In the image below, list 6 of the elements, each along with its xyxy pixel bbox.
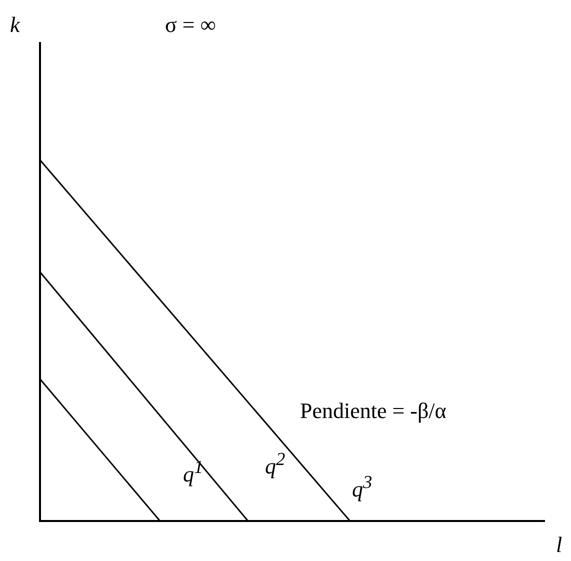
axis-label: k bbox=[10, 14, 20, 36]
annotation-text: σ = ∞ bbox=[165, 14, 216, 36]
annotation-text: Pendiente = -β/α bbox=[300, 400, 446, 422]
axis-label: l bbox=[556, 534, 562, 556]
curve-label: q$^{3}$ bbox=[352, 473, 372, 500]
curve-label: q$^{2}$ bbox=[265, 450, 286, 478]
